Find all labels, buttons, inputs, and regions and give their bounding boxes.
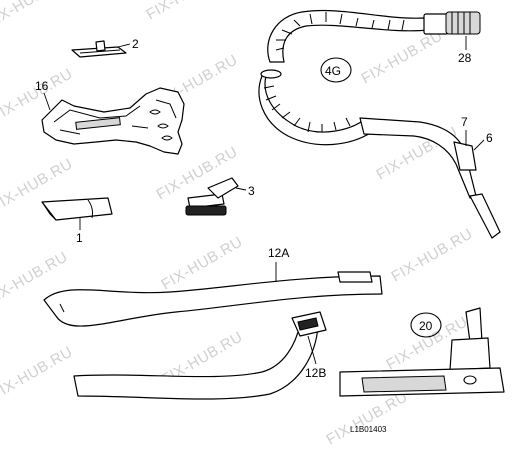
part-2-small-nozzle: 2 xyxy=(71,37,139,58)
part-12a-upper-tube: 12A xyxy=(43,246,383,327)
part-20-floor-nozzle: 20 xyxy=(339,307,505,397)
watermark: FIX-HUB.RU xyxy=(389,225,476,285)
label-12b: 12B xyxy=(305,366,326,380)
label-12a: 12A xyxy=(268,246,289,260)
watermark: FIX-HUB.RU xyxy=(159,233,246,293)
label-20: 20 xyxy=(419,319,433,333)
watermark: FIX-HUB.RU xyxy=(359,27,446,87)
label-7: 7 xyxy=(461,115,468,129)
label-16: 16 xyxy=(35,79,49,93)
label-1: 1 xyxy=(76,231,83,245)
label-4g: 4G xyxy=(325,64,341,78)
part-3-dusting-brush: 3 xyxy=(185,177,255,216)
label-4g-ring xyxy=(320,57,352,83)
label-28: 28 xyxy=(458,51,472,65)
watermark: FIX-HUB.RU xyxy=(0,0,71,31)
label-20-ring xyxy=(410,312,442,338)
watermark: FIX-HUB.RU xyxy=(324,388,411,448)
label-2: 2 xyxy=(132,37,139,51)
part-16-upholstery-nozzle: 16 xyxy=(35,79,185,155)
label-6: 6 xyxy=(486,131,493,145)
watermark: FIX-HUB.RU xyxy=(144,0,231,23)
hose-assembly: 28 7 6 4G xyxy=(258,9,501,239)
label-3: 3 xyxy=(248,184,255,198)
part-12b-lower-tube: 12B xyxy=(73,311,327,400)
drawing-code: L1B01403 xyxy=(350,425,387,434)
part-1-crevice-tool: 1 xyxy=(41,197,113,245)
watermark: FIX-HUB.RU xyxy=(0,343,76,403)
